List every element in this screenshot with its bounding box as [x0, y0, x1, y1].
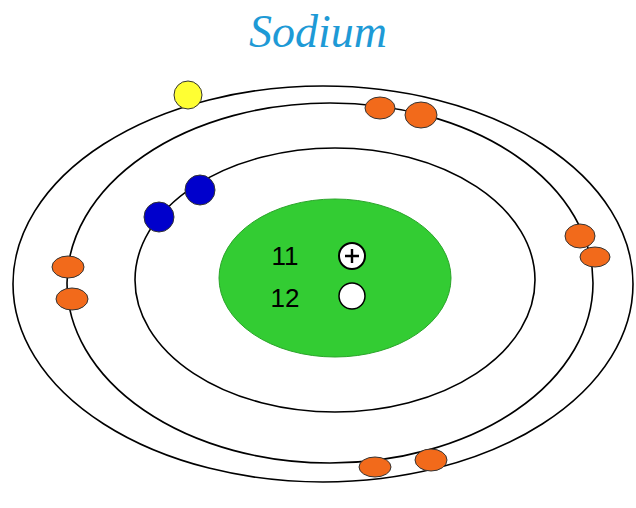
nucleus-body	[219, 199, 451, 357]
electron	[185, 175, 215, 205]
electron	[565, 224, 595, 248]
nucleus-shape	[218, 198, 452, 358]
electron	[405, 102, 437, 128]
electron	[56, 288, 88, 310]
electron	[365, 97, 395, 119]
nucleus: 11 12	[218, 198, 452, 358]
inner-shell	[135, 148, 535, 412]
electron	[415, 449, 447, 471]
electron	[52, 256, 84, 278]
electron	[359, 457, 391, 477]
neutron-symbol	[339, 283, 365, 309]
electron	[144, 202, 174, 232]
particle-count: 12	[255, 284, 315, 312]
outer-shell	[13, 86, 633, 482]
particle-count: 11	[255, 242, 315, 270]
title: Sodium	[0, 4, 636, 60]
plus-sign	[345, 249, 359, 263]
valence-electron	[174, 81, 202, 109]
proton-symbol	[339, 243, 365, 269]
middle-shell	[67, 103, 593, 463]
electron	[580, 247, 610, 267]
